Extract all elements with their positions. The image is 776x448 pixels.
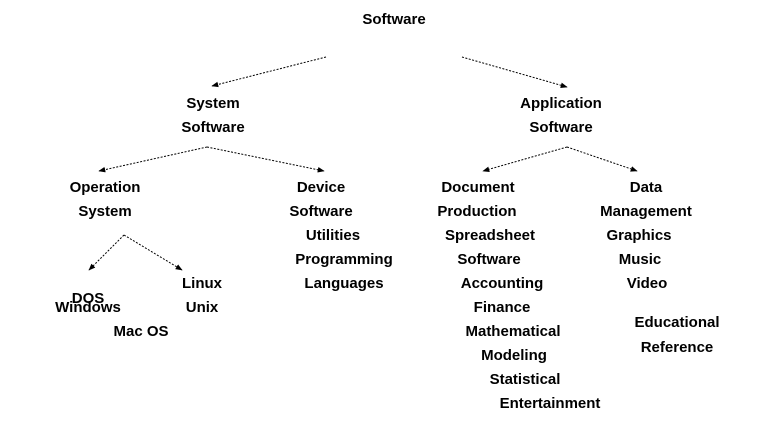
node-statistical: Statistical [489, 371, 561, 388]
node-system-software-line1: System [186, 95, 240, 112]
node-data-management-line2: Management [600, 203, 692, 220]
node-entertainment: Entertainment [499, 395, 601, 412]
node-linux: Linux [182, 275, 222, 292]
node-device-software-line2: Software [289, 203, 353, 220]
node-windows: Windows [55, 299, 121, 316]
edge-system-to-operation [98, 146, 208, 173]
node-data-management-line1: Data [629, 179, 663, 196]
node-application-software-line2: Software [529, 119, 593, 136]
node-device-software-line1: Device [296, 179, 346, 196]
node-utilities: Utilities [305, 227, 361, 244]
node-educational-reference-line2: Reference [640, 339, 714, 356]
node-programming-languages-line2: Languages [304, 275, 384, 292]
node-operation-system-line1: Operation [69, 179, 141, 196]
node-document-production-line1: Document [441, 179, 515, 196]
node-application-software-line1: Application [520, 95, 602, 112]
node-programming-languages-line1: Programming [295, 251, 393, 268]
node-dos: DOS [71, 290, 105, 307]
node-accounting-finance-line2: Finance [473, 299, 531, 316]
edge-application-to-document [482, 146, 568, 172]
edge-operation-to-dos [88, 234, 125, 271]
edge-software-to-system [211, 56, 327, 88]
node-accounting-finance-line1: Accounting [460, 275, 544, 292]
edge-software-to-application [461, 56, 568, 88]
node-educational-reference-line1: Educational [634, 314, 720, 331]
node-mathematical-modeling-line1: Mathematical [465, 323, 561, 340]
node-operation-system-line2: System [78, 203, 132, 220]
node-unix: Unix [185, 299, 219, 316]
node-music: Music [618, 251, 662, 268]
node-mac-os: Mac OS [113, 323, 169, 340]
node-document-production-line2: Production [437, 203, 517, 220]
edge-system-to-device [206, 146, 325, 173]
node-graphics: Graphics [606, 227, 672, 244]
node-spreadsheet-software-line1: Spreadsheet [444, 227, 536, 244]
node-video: Video [626, 275, 668, 292]
node-software: Software [362, 11, 426, 28]
node-mathematical-modeling-line2: Modeling [481, 347, 547, 364]
node-system-software-line2: Software [181, 119, 245, 136]
edge-operation-to-linux [123, 234, 183, 271]
edge-application-to-data [566, 146, 638, 172]
node-spreadsheet-software-line2: Software [457, 251, 521, 268]
